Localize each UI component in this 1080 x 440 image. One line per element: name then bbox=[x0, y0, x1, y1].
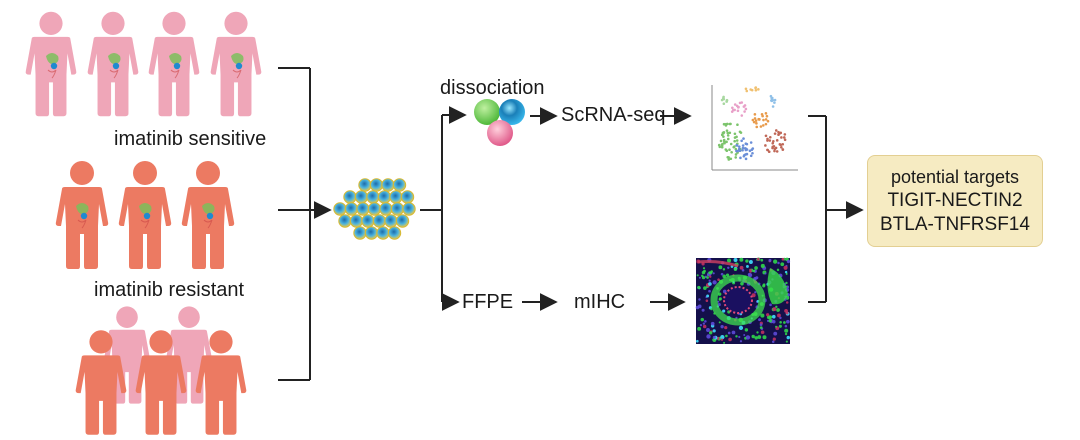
resistant-patients-group bbox=[55, 161, 235, 269]
umap-plot-icon bbox=[705, 80, 800, 175]
sensitive-person-icon bbox=[210, 11, 262, 117]
sensitive-person-icon bbox=[148, 11, 200, 117]
mihc-tissue-image-icon bbox=[695, 257, 791, 344]
potential-targets-box: potential targets TIGIT-NECTIN2 BTLA-TNF… bbox=[867, 155, 1043, 247]
target-gene-2: BTLA-TNFRSF14 bbox=[880, 214, 1030, 235]
sensitive-person-icon bbox=[87, 11, 139, 117]
mixed-patients-group bbox=[75, 306, 247, 435]
sensitive-patients-group bbox=[25, 11, 262, 117]
organ-icon bbox=[202, 203, 215, 229]
organ-icon bbox=[169, 53, 182, 79]
organ-icon bbox=[108, 53, 121, 79]
dissociated-cells-icon bbox=[474, 99, 525, 146]
cell-cluster-icon bbox=[333, 178, 416, 240]
target-gene-1: TIGIT-NECTIN2 bbox=[887, 190, 1023, 211]
organ-icon bbox=[46, 53, 59, 79]
organ-icon bbox=[76, 203, 89, 229]
mihc-label: mIHC bbox=[574, 291, 626, 313]
bracket-connector bbox=[278, 67, 332, 381]
organ-icon bbox=[231, 53, 244, 79]
dissociation-label: dissociation bbox=[440, 77, 545, 99]
sensitive-group-label: imatinib sensitive bbox=[114, 128, 267, 150]
branch-connector bbox=[420, 106, 467, 311]
flow-arrows bbox=[522, 107, 692, 311]
merge-connector bbox=[808, 115, 864, 303]
resistant-group-label: imatinib resistant bbox=[94, 279, 245, 301]
sensitive-person-icon bbox=[25, 11, 77, 117]
organ-icon bbox=[139, 203, 152, 229]
scrna-seq-label: ScRNA-seq bbox=[561, 104, 666, 126]
ffpe-label: FFPE bbox=[462, 291, 514, 313]
targets-heading: potential targets bbox=[890, 167, 1020, 187]
